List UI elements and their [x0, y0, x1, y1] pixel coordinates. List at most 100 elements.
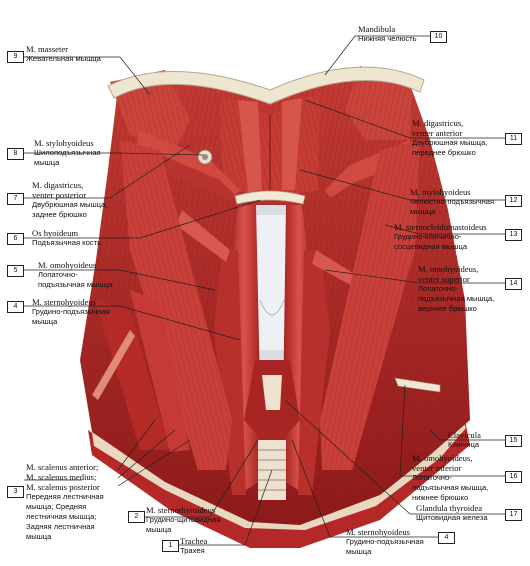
- label-latin: M. scalenus posterior: [26, 482, 100, 492]
- label-digastricus-posterior: M. digastricus, venter posterior Двубрюш…: [32, 180, 107, 220]
- label-russian: Щитовидная железа: [416, 513, 488, 522]
- num-badge: 13: [505, 229, 522, 241]
- label-latin: M. mylohyoideus: [410, 187, 471, 197]
- label-russian: Подъязычная кость: [32, 238, 102, 247]
- label-latin: Os hyoideum: [32, 228, 79, 238]
- label-russian: нижнее брюшко: [412, 493, 469, 502]
- num-badge: 3: [7, 486, 24, 498]
- label-russian: Задняя лестничная: [26, 522, 95, 531]
- label-mandibula: Mandibula Нижняя челюсть: [358, 24, 417, 44]
- label-latin: Trachea: [180, 536, 208, 546]
- label-sternohyoideus-left: M. sternohyoideus Грудино-подъязычная мы…: [32, 297, 110, 327]
- label-russian: подъязычная мышца: [38, 280, 113, 289]
- label-russian: Трахея: [180, 546, 205, 555]
- label-latin: venter anterior: [412, 128, 463, 138]
- label-omohyoideus-inferior: M. omohyoideus, venter inferior Лопаточн…: [412, 453, 488, 503]
- clavicle-region: [88, 418, 470, 548]
- label-scaleni: M. scalenus anterior; M. scalenus medius…: [26, 462, 104, 542]
- label-clavicula: Clavicula Ключица: [448, 430, 481, 450]
- label-russian: мышца: [346, 547, 372, 556]
- num-badge: 4: [438, 532, 455, 544]
- num-badge: 6: [7, 233, 24, 245]
- label-russian: Грудино-ключично-: [394, 232, 462, 241]
- label-sternothyroideus: M. sternothyroideus Грудино-щитовидная м…: [146, 505, 220, 535]
- label-latin: M. stylohyoideus: [34, 138, 94, 148]
- label-russian: Жевательная мышца: [26, 54, 101, 63]
- label-trachea: Trachea Трахея: [180, 536, 207, 556]
- label-russian: Нижняя челюсть: [358, 34, 417, 43]
- label-russian: Шилоподъязычная: [34, 148, 101, 157]
- label-latin: M. masseter: [26, 44, 69, 54]
- label-omohyoideus: M. omohyoideus Лопаточно- подъязычная мы…: [38, 260, 112, 290]
- num-badge: 9: [7, 51, 24, 63]
- label-omohyoideus-superior: M. omohyoideus, venter superior Лопаточн…: [418, 264, 494, 314]
- mandible-bone: [107, 66, 425, 105]
- label-russian: Двубрюшная мышца,: [32, 200, 108, 209]
- label-latin: M. digastricus,: [32, 180, 84, 190]
- label-latin: M. omohyoideus: [38, 260, 97, 270]
- label-russian: мышца: [34, 158, 60, 167]
- num-badge: 2: [128, 511, 145, 523]
- label-russian: Лопаточно-: [38, 270, 78, 279]
- label-stylohyoideus: M. stylohyoideus Шилоподъязычная мышца: [34, 138, 101, 168]
- num-badge: 11: [505, 133, 522, 145]
- label-russian: заднее брюшко: [32, 210, 87, 219]
- label-sternohyoideus-right: M. sternohyoideus Грудино-подъязычная мы…: [346, 527, 424, 557]
- hyoid-bone: [234, 190, 306, 205]
- label-latin: venter superior: [418, 274, 470, 284]
- label-russian: мышца; Средняя: [26, 502, 87, 511]
- num-badge: 5: [7, 265, 24, 277]
- label-russian: Грудино-щитовидная: [146, 515, 221, 524]
- label-russian: мышца: [26, 532, 52, 541]
- num-badge: 16: [505, 471, 522, 483]
- label-russian: Грудино-подъязычная: [32, 307, 110, 316]
- label-russian: подъязычная мышца,: [418, 294, 495, 303]
- label-russian: Ключица: [448, 440, 480, 449]
- label-russian: Лопаточно-: [418, 284, 458, 293]
- label-latin: M. digastricus,: [412, 118, 464, 128]
- label-russian: сосцевидная мышца: [394, 242, 468, 251]
- label-latin: M. scalenus medius;: [26, 472, 97, 482]
- label-latin: M. scalenus anterior;: [26, 462, 99, 472]
- label-os-hyoideum: Os hyoideum Подъязычная кость: [32, 228, 101, 248]
- label-latin: Clavicula: [448, 430, 481, 440]
- num-badge: 15: [505, 435, 522, 447]
- label-russian: Передняя лестничная: [26, 492, 104, 501]
- num-badge: 7: [7, 193, 24, 205]
- label-russian: мышца: [410, 207, 436, 216]
- label-sternocleidomastoideus: M. sternocleidomastoideus Грудино-ключич…: [394, 222, 487, 252]
- label-latin: M. sternocleidomastoideus: [394, 222, 487, 232]
- label-latin: Mandibula: [358, 24, 396, 34]
- label-russian: лестничная мышца;: [26, 512, 97, 521]
- label-russian: переднее брюшко: [412, 148, 476, 157]
- label-latin: M. sternothyroideus: [146, 505, 216, 515]
- label-glandula-thyroidea: Glandula thyroidea Щитовидная железа: [416, 503, 488, 523]
- num-badge: 1: [162, 540, 179, 552]
- num-badge: 17: [505, 509, 522, 521]
- label-mylohyoideus: M. mylohyoideus Челюстно-подъязычная мыш…: [410, 187, 494, 217]
- label-russian: Грудино-подъязычная: [346, 537, 424, 546]
- label-latin: Glandula thyroidea: [416, 503, 483, 513]
- leader-lines: [24, 35, 505, 546]
- num-badge: 4: [7, 301, 24, 313]
- label-latin: M. omohyoideus,: [418, 264, 479, 274]
- label-russian: Челюстно-подъязычная: [410, 197, 495, 206]
- label-russian: Двубрюшная мышца,: [412, 138, 488, 147]
- label-masseter: M. masseter Жевательная мышца: [26, 44, 101, 64]
- label-digastricus-anterior: M. digastricus, venter anterior Двубрюшн…: [412, 118, 487, 158]
- label-russian: мышца: [146, 525, 172, 534]
- label-latin: M. sternohyoideus: [346, 527, 410, 537]
- num-badge: 8: [7, 148, 24, 160]
- label-russian: подъязычная мышца,: [412, 483, 489, 492]
- label-russian: верхнее брюшко: [418, 304, 477, 313]
- label-latin: M. sternohyoideus: [32, 297, 96, 307]
- label-latin: venter posterior: [32, 190, 87, 200]
- num-badge: 10: [430, 31, 447, 43]
- label-russian: мышца: [32, 317, 58, 326]
- label-latin: venter inferior: [412, 463, 462, 473]
- num-badge: 14: [505, 278, 522, 290]
- label-latin: M. omohyoideus,: [412, 453, 473, 463]
- label-russian: Лопаточно-: [412, 473, 452, 482]
- num-badge: 12: [505, 195, 522, 207]
